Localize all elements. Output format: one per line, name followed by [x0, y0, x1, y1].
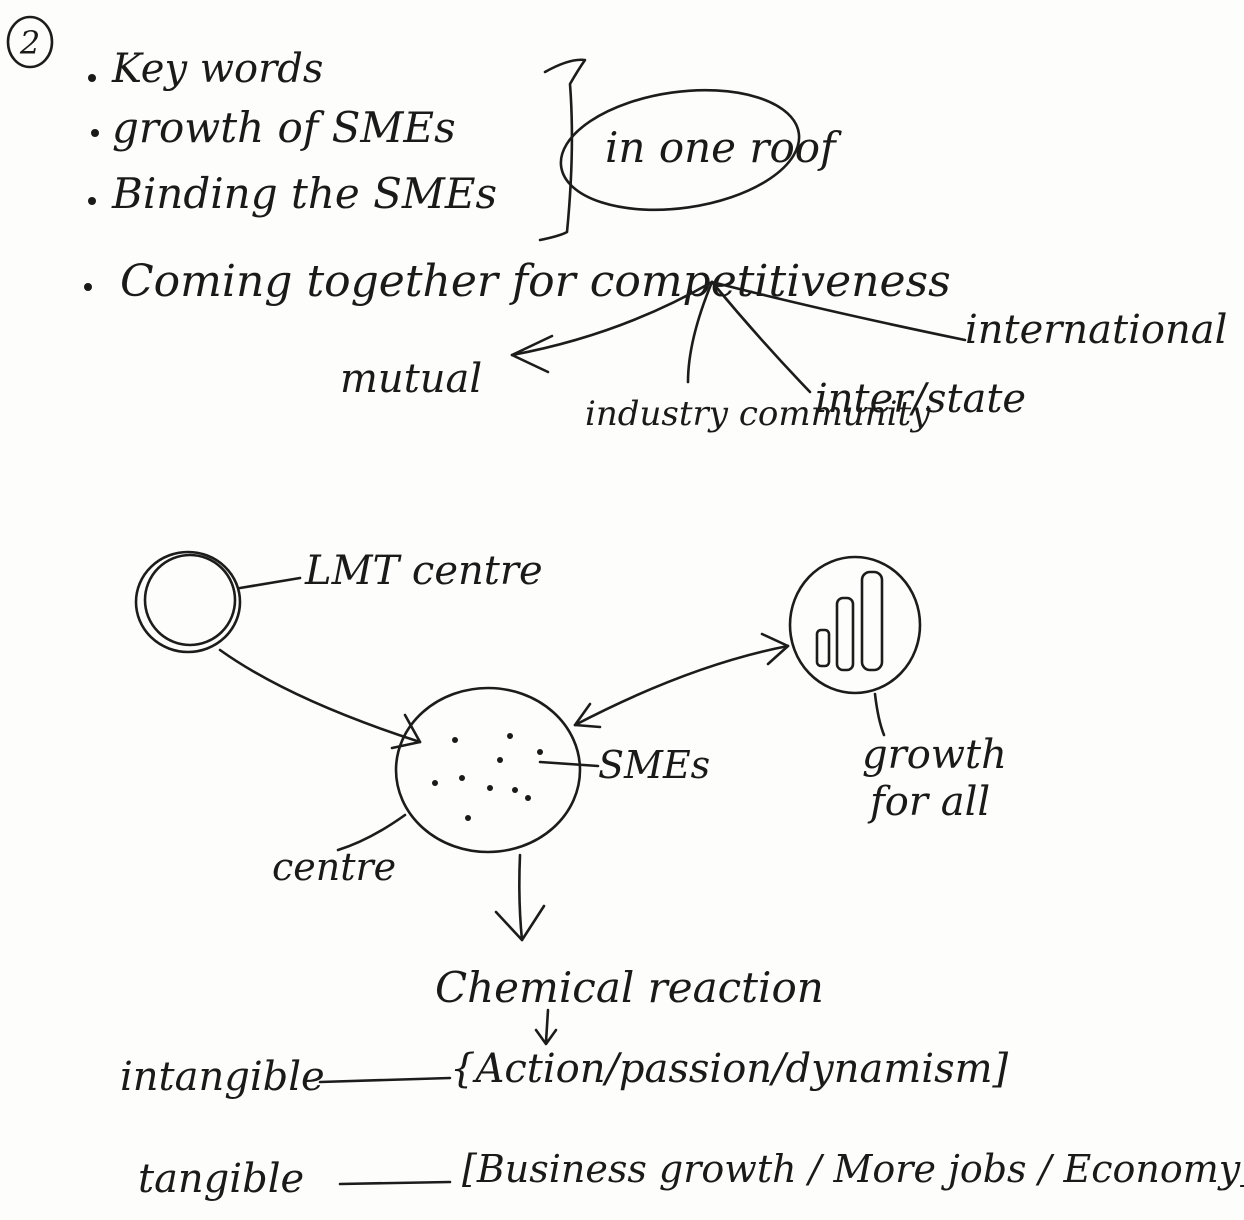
- line-to-international: [710, 280, 967, 342]
- page-number: 2: [19, 24, 40, 62]
- bullet-dot: [88, 197, 96, 205]
- branch-inter-state: inter/state: [815, 376, 1026, 422]
- smes-cluster-node: [394, 686, 582, 854]
- bracket-brace: [538, 58, 587, 242]
- line-to-inter-state: [710, 280, 812, 394]
- arrow-to-action: [534, 1008, 558, 1046]
- growth-label-line2: for all: [867, 779, 990, 825]
- bullet-dot: [88, 74, 96, 82]
- bullet-binding-smes: Binding the SMEs: [111, 169, 497, 218]
- centre-label: centre: [272, 845, 396, 889]
- line-to-industry: [686, 280, 714, 384]
- lmt-centre-node: [134, 550, 302, 654]
- keyword-bullets: Key words growth of SMEs Binding the SME…: [84, 46, 951, 307]
- arrowhead-mutual: [510, 334, 554, 374]
- intangible-connector: [318, 1076, 452, 1084]
- bullet-coming-together: Coming together for competitiveness: [120, 256, 951, 307]
- arrow-down-to-reaction: [518, 853, 524, 942]
- arrowhead-down: [494, 904, 546, 942]
- arrowhead-to-smes: [573, 702, 602, 729]
- tangible-items: [Business growth / More jobs / Economy]: [462, 1147, 1244, 1191]
- bullet-growth-of-smes: growth of SMEs: [112, 103, 456, 152]
- bullet-key-words: Key words: [111, 46, 323, 92]
- arrowhead-lmt-to-smes: [390, 713, 422, 750]
- arrow-smes-to-growth: [573, 644, 790, 727]
- growth-for-all-node: [788, 555, 922, 695]
- bullet-dot: [91, 129, 99, 137]
- in-one-roof-text: in one roof: [605, 123, 842, 172]
- smes-leader-line: [538, 760, 600, 768]
- in-one-roof-bubble: in one roof: [559, 88, 842, 212]
- branch-international: international: [965, 307, 1227, 353]
- chemical-reaction-label: Chemical reaction: [435, 963, 824, 1012]
- centre-leader-line: [336, 813, 407, 852]
- smes-label: SMEs: [598, 743, 710, 787]
- tangible-connector: [338, 1180, 452, 1186]
- intangible-label: intangible: [120, 1054, 325, 1100]
- tangible-label: tangible: [138, 1156, 304, 1202]
- arrow-to-mutual: [510, 280, 714, 357]
- branch-mutual: mutual: [340, 356, 482, 402]
- branch-industry-community: industry community: [585, 394, 931, 434]
- bullet-dot: [84, 283, 92, 291]
- intangible-items: {Action/passion/dynamism]: [450, 1046, 1009, 1092]
- arrow-lmt-to-smes: [218, 648, 422, 744]
- competitiveness-branches: [510, 280, 967, 394]
- arrowhead-to-growth: [760, 632, 790, 666]
- page-number-marker: 2: [6, 15, 54, 69]
- growth-label-line1: growth: [862, 732, 1007, 778]
- growth-leader-line: [873, 692, 886, 737]
- lmt-centre-label: LMT centre: [304, 548, 543, 594]
